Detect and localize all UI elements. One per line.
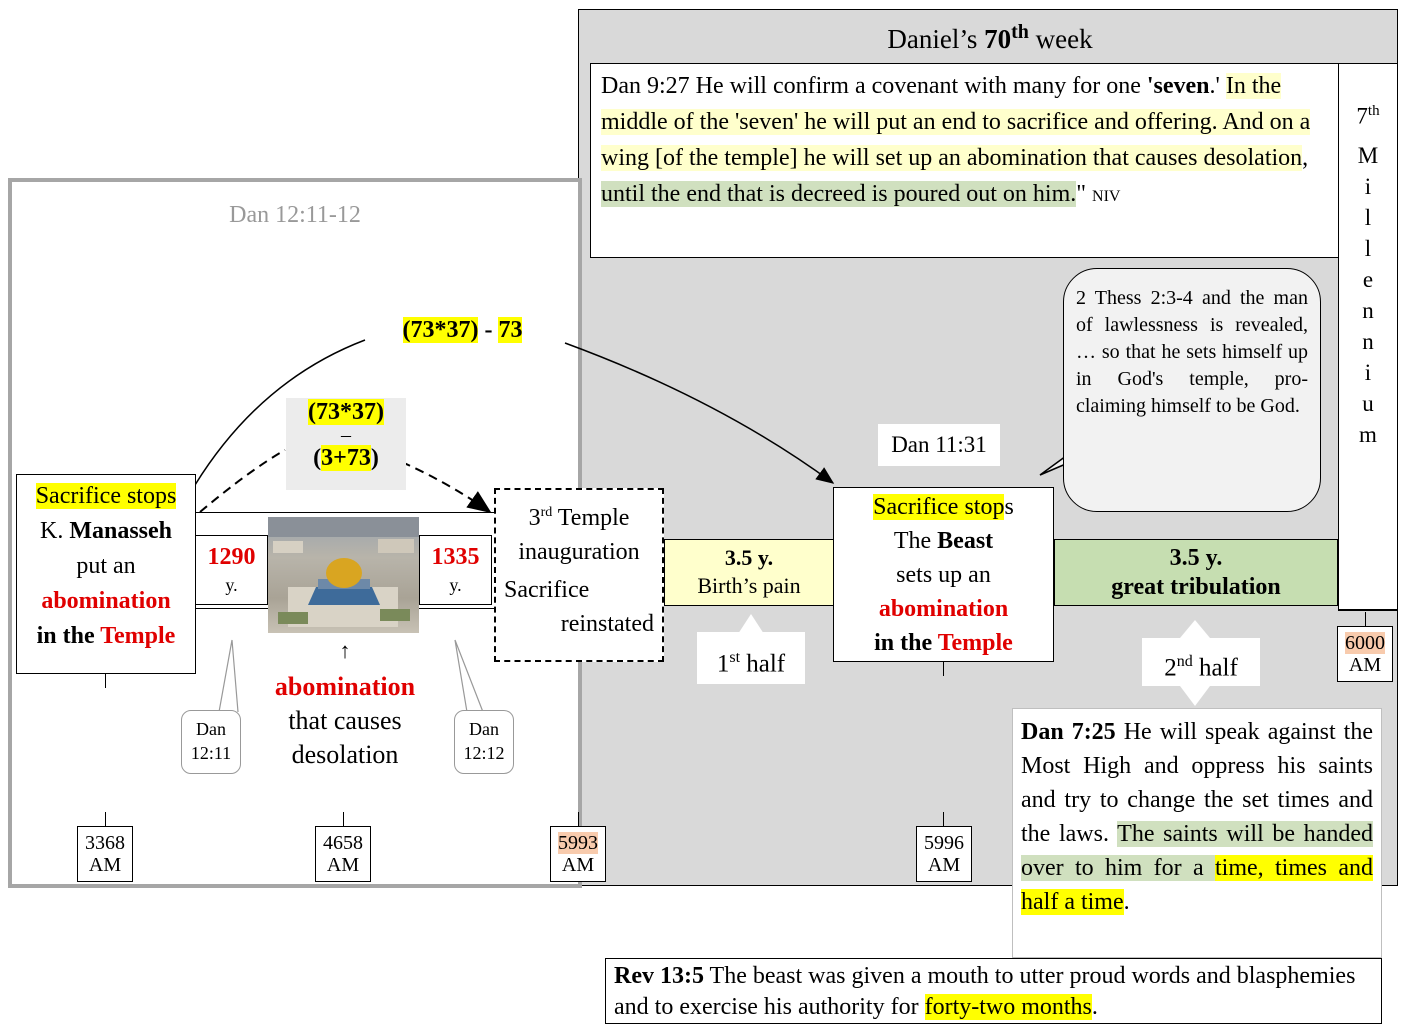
thess-bubble-tail-cover [1050, 420, 1090, 480]
dome-of-the-rock-image [268, 517, 419, 633]
beast-box: Sacrifice stops The Beast sets up an abo… [833, 487, 1054, 662]
arc-to-beast [194, 339, 366, 486]
millennium-ordinal: 7th [1356, 103, 1380, 129]
second-half-bar: 3.5 y. great tribulation [1054, 539, 1338, 606]
first-half-bar: 3.5 y. Birth’s pain [664, 539, 834, 606]
third-temple-box: 3rd Temple inauguration Sacrifice reinst… [494, 488, 664, 662]
abomination-caption: ↑ abomination that causes desolation [250, 640, 440, 772]
formula-top: (73*37) - 73 [402, 317, 523, 343]
arrow-to-beast [564, 342, 835, 484]
second-half-tag-pointers [1180, 620, 1210, 706]
manasseh-box: Sacrifice stops K. Manasseh put an abomi… [16, 474, 196, 674]
dashed-arc-left [199, 449, 286, 513]
millennium-letter: l [1364, 235, 1372, 261]
first-half-tag: 1st half [697, 632, 805, 684]
up-arrow-icon: ↑ [339, 638, 351, 663]
millennium-letter: i [1364, 359, 1372, 385]
dan-7-25-quote: Dan 7:25 He will speak against the Most … [1012, 708, 1382, 958]
millennium-letter: u [1362, 390, 1374, 416]
rev-13-5-quote: Rev 13:5 The beast was given a mouth to … [605, 958, 1382, 1024]
seventieth-week-title: Daniel’s 70th week [887, 21, 1093, 54]
thess-speech-bubble: 2 Thess 2:3-4 and the man of lawlessness… [1063, 268, 1321, 512]
callout-1211-tail [218, 639, 239, 713]
timeline-line-right [1338, 610, 1398, 611]
millennium-letter: l [1364, 204, 1372, 230]
millennium-letter: i [1364, 173, 1372, 199]
millennium-letter: n [1362, 297, 1374, 323]
millennium-letter: M [1357, 142, 1379, 168]
tick-5996-top [943, 662, 944, 676]
second-half-tag: 2nd half [1142, 638, 1260, 686]
tick-5996 [943, 812, 944, 826]
tick-3368 [105, 812, 106, 826]
millennium-letter: n [1362, 328, 1374, 354]
callout-1212-tail [454, 639, 484, 713]
duration-1335-box: 1335 y. [419, 535, 492, 605]
dan-11-31-label: Dan 11:31 [878, 424, 1000, 466]
tick-4658 [343, 812, 344, 826]
dan-12-panel-title: Dan 12:11-12 [229, 202, 361, 228]
millennium-letter: m [1359, 421, 1377, 447]
tick-3368-top [105, 674, 106, 688]
millennium-letter: e [1362, 266, 1374, 292]
dan-9-27-quote: Dan 9:27 He will confirm a covenant with… [590, 63, 1339, 258]
duration-1290-box: 1290 y. [195, 535, 268, 605]
formula-middle: (73*37) – (3+73) [286, 398, 406, 490]
tick-5993 [578, 812, 579, 826]
first-half-tag-pointer [738, 614, 764, 634]
tick-6000 [1365, 612, 1366, 626]
